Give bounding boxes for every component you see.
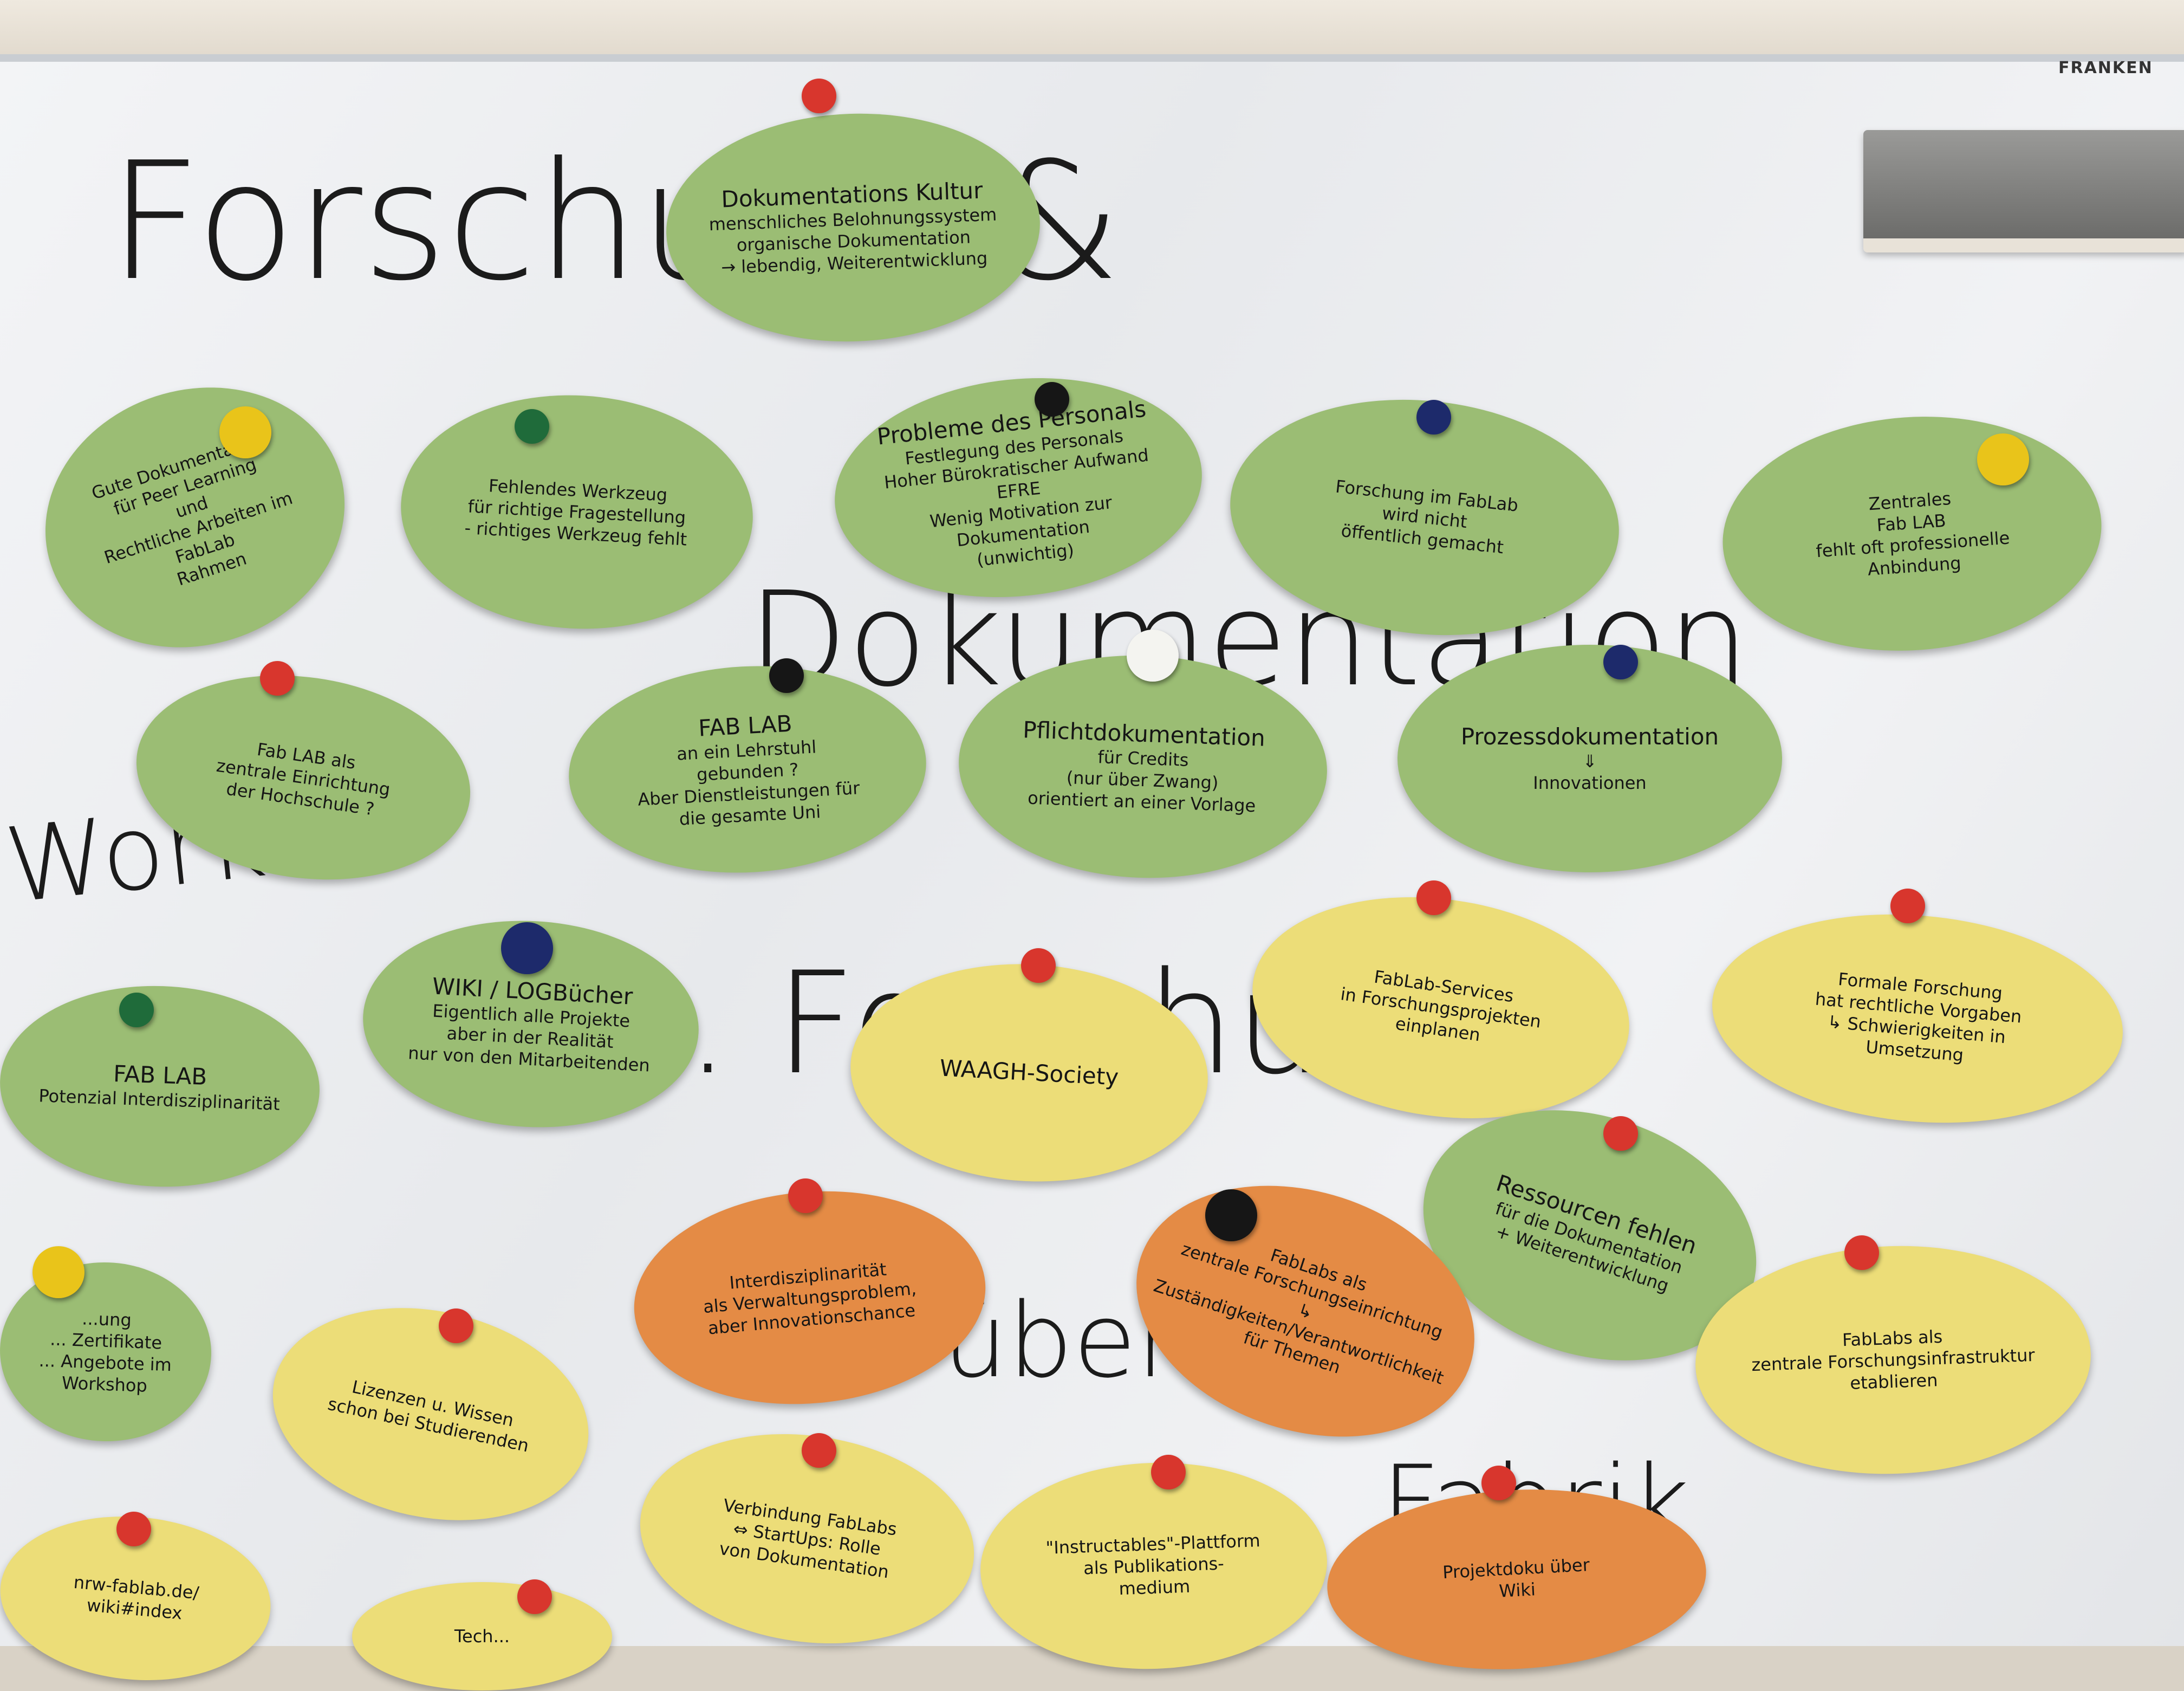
magnet-pin — [517, 1579, 552, 1614]
note-line: Innovationen — [1533, 773, 1647, 794]
magnet-pin — [1603, 1116, 1638, 1151]
magnet-pin — [788, 1178, 823, 1213]
note-line: "Instructables"-Plattform — [1045, 1530, 1261, 1558]
note-line: ⇓ — [1582, 751, 1597, 772]
note-title: Prozessdokumentation — [1460, 723, 1719, 750]
note-line: medium — [1119, 1576, 1191, 1599]
magnet-pin — [119, 993, 154, 1027]
note-line: Potenzial Interdisziplinarität — [38, 1085, 281, 1115]
magnet-pin — [1890, 889, 1925, 923]
magnet-pin — [439, 1308, 473, 1343]
note-line: als Publikations- — [1083, 1553, 1225, 1579]
note-title: WAAGH-Society — [939, 1054, 1120, 1091]
sticky-note: Prozessdokumentation⇓Innovationen — [1398, 645, 1782, 872]
magnet-pin — [1151, 1455, 1186, 1489]
board-brand-label: FRANKEN — [2058, 59, 2153, 77]
magnet-pin — [515, 409, 549, 444]
magnet-pin — [1481, 1466, 1516, 1500]
magnet-pin — [802, 79, 836, 113]
note-line: Tech... — [454, 1626, 510, 1647]
note-line: FabLabs als — [1842, 1326, 1943, 1351]
magnet-pin — [1035, 382, 1069, 417]
note-line: etablieren — [1849, 1370, 1939, 1394]
note-line: Wiki — [1498, 1579, 1536, 1602]
magnet-pin — [116, 1512, 151, 1546]
magnet-pin — [32, 1246, 84, 1298]
note-line: Projektdoku über — [1442, 1554, 1590, 1583]
note-line: für Credits — [1097, 747, 1190, 771]
magnet-pin — [1416, 400, 1451, 435]
magnet-pin — [260, 661, 295, 696]
note-title: FAB LAB — [698, 710, 793, 742]
magnet-pin — [1021, 948, 1056, 983]
note-line: ... Angebote im Workshop — [38, 1350, 172, 1396]
magnet-pin — [1977, 433, 2029, 485]
magnet-pin — [1416, 880, 1451, 915]
magnet-pin — [769, 658, 804, 693]
magnet-pin — [219, 406, 271, 458]
note-title: FAB LAB — [113, 1060, 208, 1090]
magnet-pin — [802, 1433, 836, 1468]
magnet-pin — [1205, 1189, 1257, 1241]
sticky-note: Tech... — [352, 1582, 612, 1690]
note-title: Pflichtdokumentation — [1022, 716, 1266, 751]
whiteboard-eraser — [1863, 130, 2184, 252]
magnet-pin — [1127, 630, 1179, 682]
magnet-pin — [501, 922, 553, 974]
magnet-pin — [1603, 645, 1638, 679]
magnet-pin — [1844, 1235, 1879, 1270]
note-line: orientiert an einer Vorlage — [1027, 787, 1256, 817]
note-line: ...ung — [81, 1308, 132, 1331]
